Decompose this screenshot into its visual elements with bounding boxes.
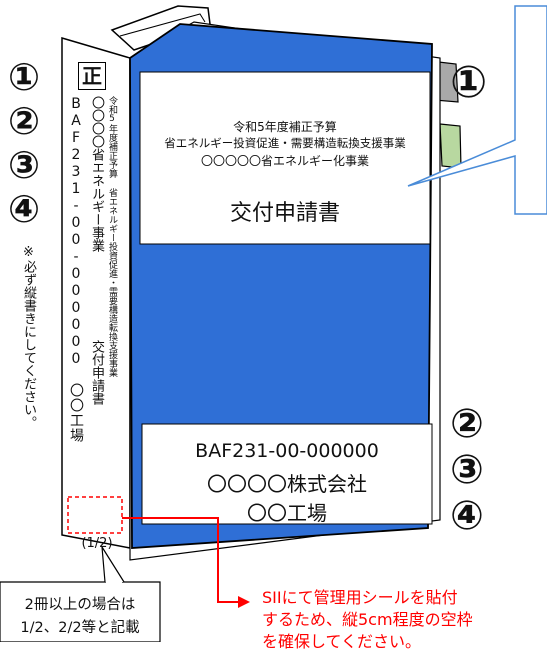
spine-volume: (1/2) bbox=[81, 536, 113, 551]
seal-arrow-head bbox=[238, 596, 250, 608]
seal-area bbox=[67, 496, 123, 534]
cover-bottom-company: 〇〇〇〇株式会社 bbox=[207, 472, 367, 496]
page-edge-line bbox=[119, 13, 206, 37]
callout-cover-label bbox=[407, 5, 547, 215]
spine-line-3: 交付申請書 bbox=[89, 340, 104, 405]
marker-4-right: ④ bbox=[450, 493, 484, 539]
cover-label-line-2: 省エネルギー投資促進・需要構造転換支援事業 bbox=[164, 136, 406, 150]
marker-1-cover: ① bbox=[450, 57, 488, 108]
tab-green bbox=[439, 123, 462, 169]
page-edge-top bbox=[110, 5, 211, 51]
marker-2-left: ② bbox=[8, 99, 41, 143]
cover-label-title: 交付申請書 bbox=[229, 201, 340, 226]
spine-line-2: 〇〇〇〇省エネルギー事業 bbox=[89, 96, 104, 252]
marker-3-right: ③ bbox=[450, 447, 484, 493]
callout-seal-line-1: SIIにて管理用シールを貼付 bbox=[262, 588, 458, 607]
cover-bottom-code: BAF231-00-000000 bbox=[195, 440, 379, 462]
spine-line-1: 令和5年度補正予算 省エネルギー投資促進・需要構造転換支援事業 bbox=[107, 96, 117, 377]
seal-mark: 正 bbox=[78, 62, 106, 90]
callout-volume-pointer bbox=[101, 546, 125, 583]
cover-bottom-factory: 〇〇工場 bbox=[247, 501, 327, 525]
spine-line-4: BAF231-00-000000 〇〇工場 bbox=[68, 96, 84, 443]
marker-1-left: ① bbox=[8, 55, 41, 99]
marker-4-left: ④ bbox=[8, 187, 41, 231]
cover-bottom-box bbox=[141, 423, 433, 525]
vertical-note: ※必ず縦書きにしてください。 bbox=[21, 245, 36, 429]
cover-label-line-3: 〇〇〇〇〇省エネルギー化事業 bbox=[200, 154, 369, 168]
callout-seal-line-3: を確保してください。 bbox=[262, 632, 422, 651]
seal-arrow-line bbox=[122, 517, 238, 603]
marker-2-right: ② bbox=[450, 401, 484, 447]
callout-volume-line-1: 2冊以上の場合は bbox=[24, 597, 136, 613]
cover-label-box bbox=[139, 71, 431, 245]
marker-3-left: ③ bbox=[8, 143, 41, 187]
callout-seal-line-2: するため、縦5cm程度の空枠 bbox=[262, 610, 473, 629]
callout-volume-line-2: 1/2、2/2等と記載 bbox=[20, 620, 140, 636]
cover-label-line-1: 令和5年度補正予算 bbox=[233, 120, 337, 134]
